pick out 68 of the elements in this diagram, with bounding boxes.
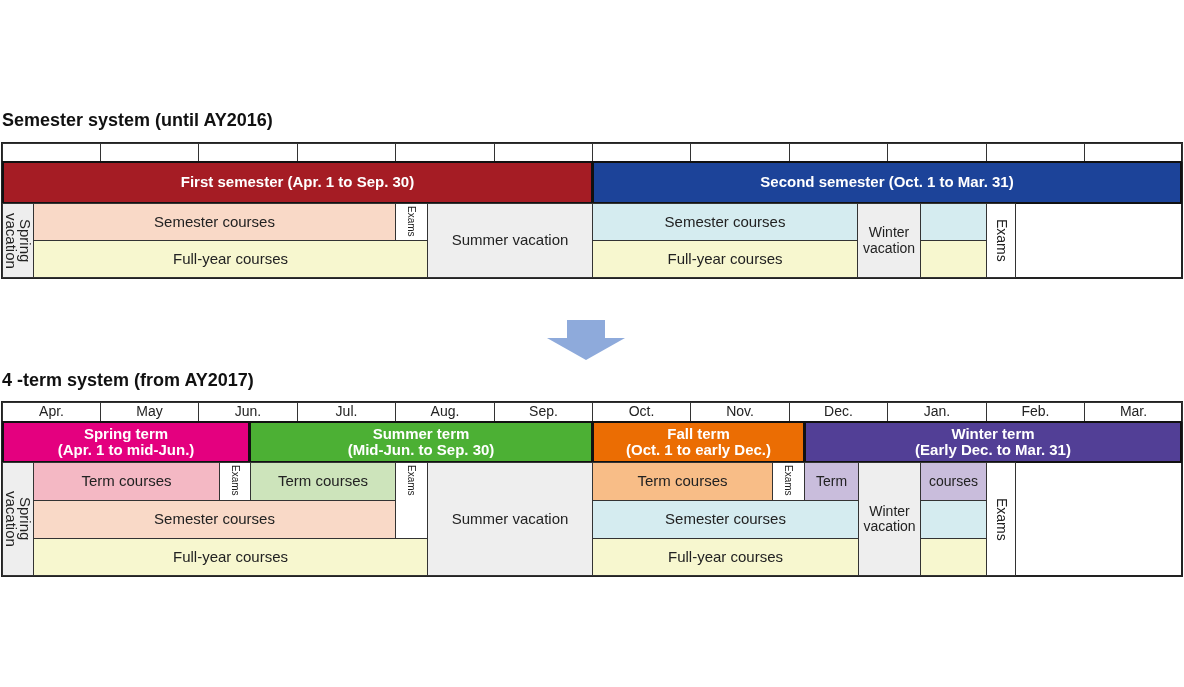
block-text: Full-year courses — [667, 250, 783, 268]
section-title: Semester system (until AY2016) — [2, 110, 273, 132]
block-text: Winter vacation — [861, 225, 917, 256]
period-band — [249, 421, 593, 463]
schedule-block — [33, 203, 396, 241]
band-text: Fall term — [667, 425, 730, 442]
schedule-block — [986, 462, 1016, 576]
band-text: (Apr. 1 to mid-Jun.) — [57, 442, 195, 459]
period-band — [592, 421, 805, 463]
schedule-block — [33, 500, 396, 539]
block-text: courses — [929, 473, 978, 490]
schedule-block — [250, 462, 396, 501]
block-text: Full-year courses — [172, 250, 288, 268]
schedule-block — [592, 500, 859, 539]
schedule-block — [920, 462, 987, 501]
schedule-block — [857, 203, 921, 278]
band-text: Second semester (Oct. 1 to Mar. 31) — [760, 174, 1014, 191]
schedule-block — [592, 538, 859, 576]
empty-block — [920, 203, 987, 241]
block-text: Term — [815, 473, 848, 490]
band-text: (Mid-Jun. to Sep. 30) — [347, 442, 495, 459]
block-text: Exams — [406, 465, 417, 496]
band-text: Summer term — [372, 425, 470, 442]
block-text: Full-year courses — [172, 548, 288, 566]
band-text: (Oct. 1 to early Dec.) — [625, 442, 772, 459]
band-text: First semester (Apr. 1 to Sep. 30) — [180, 174, 415, 191]
block-text: Summer vacation — [451, 232, 569, 249]
block-text: Exams — [229, 465, 241, 496]
block-text: Spring vacation — [3, 211, 33, 271]
schedule-block — [33, 538, 428, 576]
band-text: Spring term — [83, 425, 169, 442]
schedule-block — [592, 240, 858, 278]
block-text: Semester courses — [154, 213, 275, 231]
block-text: Semester courses — [665, 511, 786, 528]
schedule-block — [33, 462, 220, 501]
block-text: Spring vacation — [3, 490, 33, 549]
period-band — [2, 421, 250, 463]
empty-block — [920, 538, 987, 576]
block-text: Exams — [783, 465, 794, 496]
band-text: Winter term — [951, 425, 1035, 442]
schedule-block — [427, 462, 593, 576]
empty-block — [920, 500, 987, 539]
schedule-block — [427, 203, 593, 278]
block-text: Full-year courses — [667, 548, 783, 566]
block-text: Exams — [994, 219, 1008, 262]
block-text: Semester courses — [664, 213, 786, 231]
block-text: Exams — [994, 496, 1008, 543]
schedule-block — [858, 462, 921, 576]
schedule-block — [33, 240, 428, 278]
block-text: Semester courses — [154, 511, 275, 528]
period-band — [2, 161, 593, 204]
schedule-block — [592, 462, 773, 501]
block-text: Exams — [406, 206, 417, 237]
schedule-block — [804, 462, 859, 501]
period-band — [592, 161, 1182, 204]
block-text: Term courses — [81, 473, 172, 490]
block-text: Term courses — [278, 473, 368, 490]
schedule-block — [592, 203, 858, 241]
block-text: Term courses — [637, 473, 728, 490]
section-title: 4 -term system (from AY2017) — [2, 370, 254, 392]
schedule-block — [2, 203, 34, 278]
schedule-block — [986, 203, 1016, 278]
period-band — [804, 421, 1182, 463]
schedule-block — [2, 462, 34, 576]
block-text: Winter vacation — [862, 503, 917, 535]
block-text: Summer vacation — [451, 510, 569, 528]
empty-block — [920, 240, 987, 278]
band-text: (Early Dec. to Mar. 31) — [915, 442, 1071, 459]
